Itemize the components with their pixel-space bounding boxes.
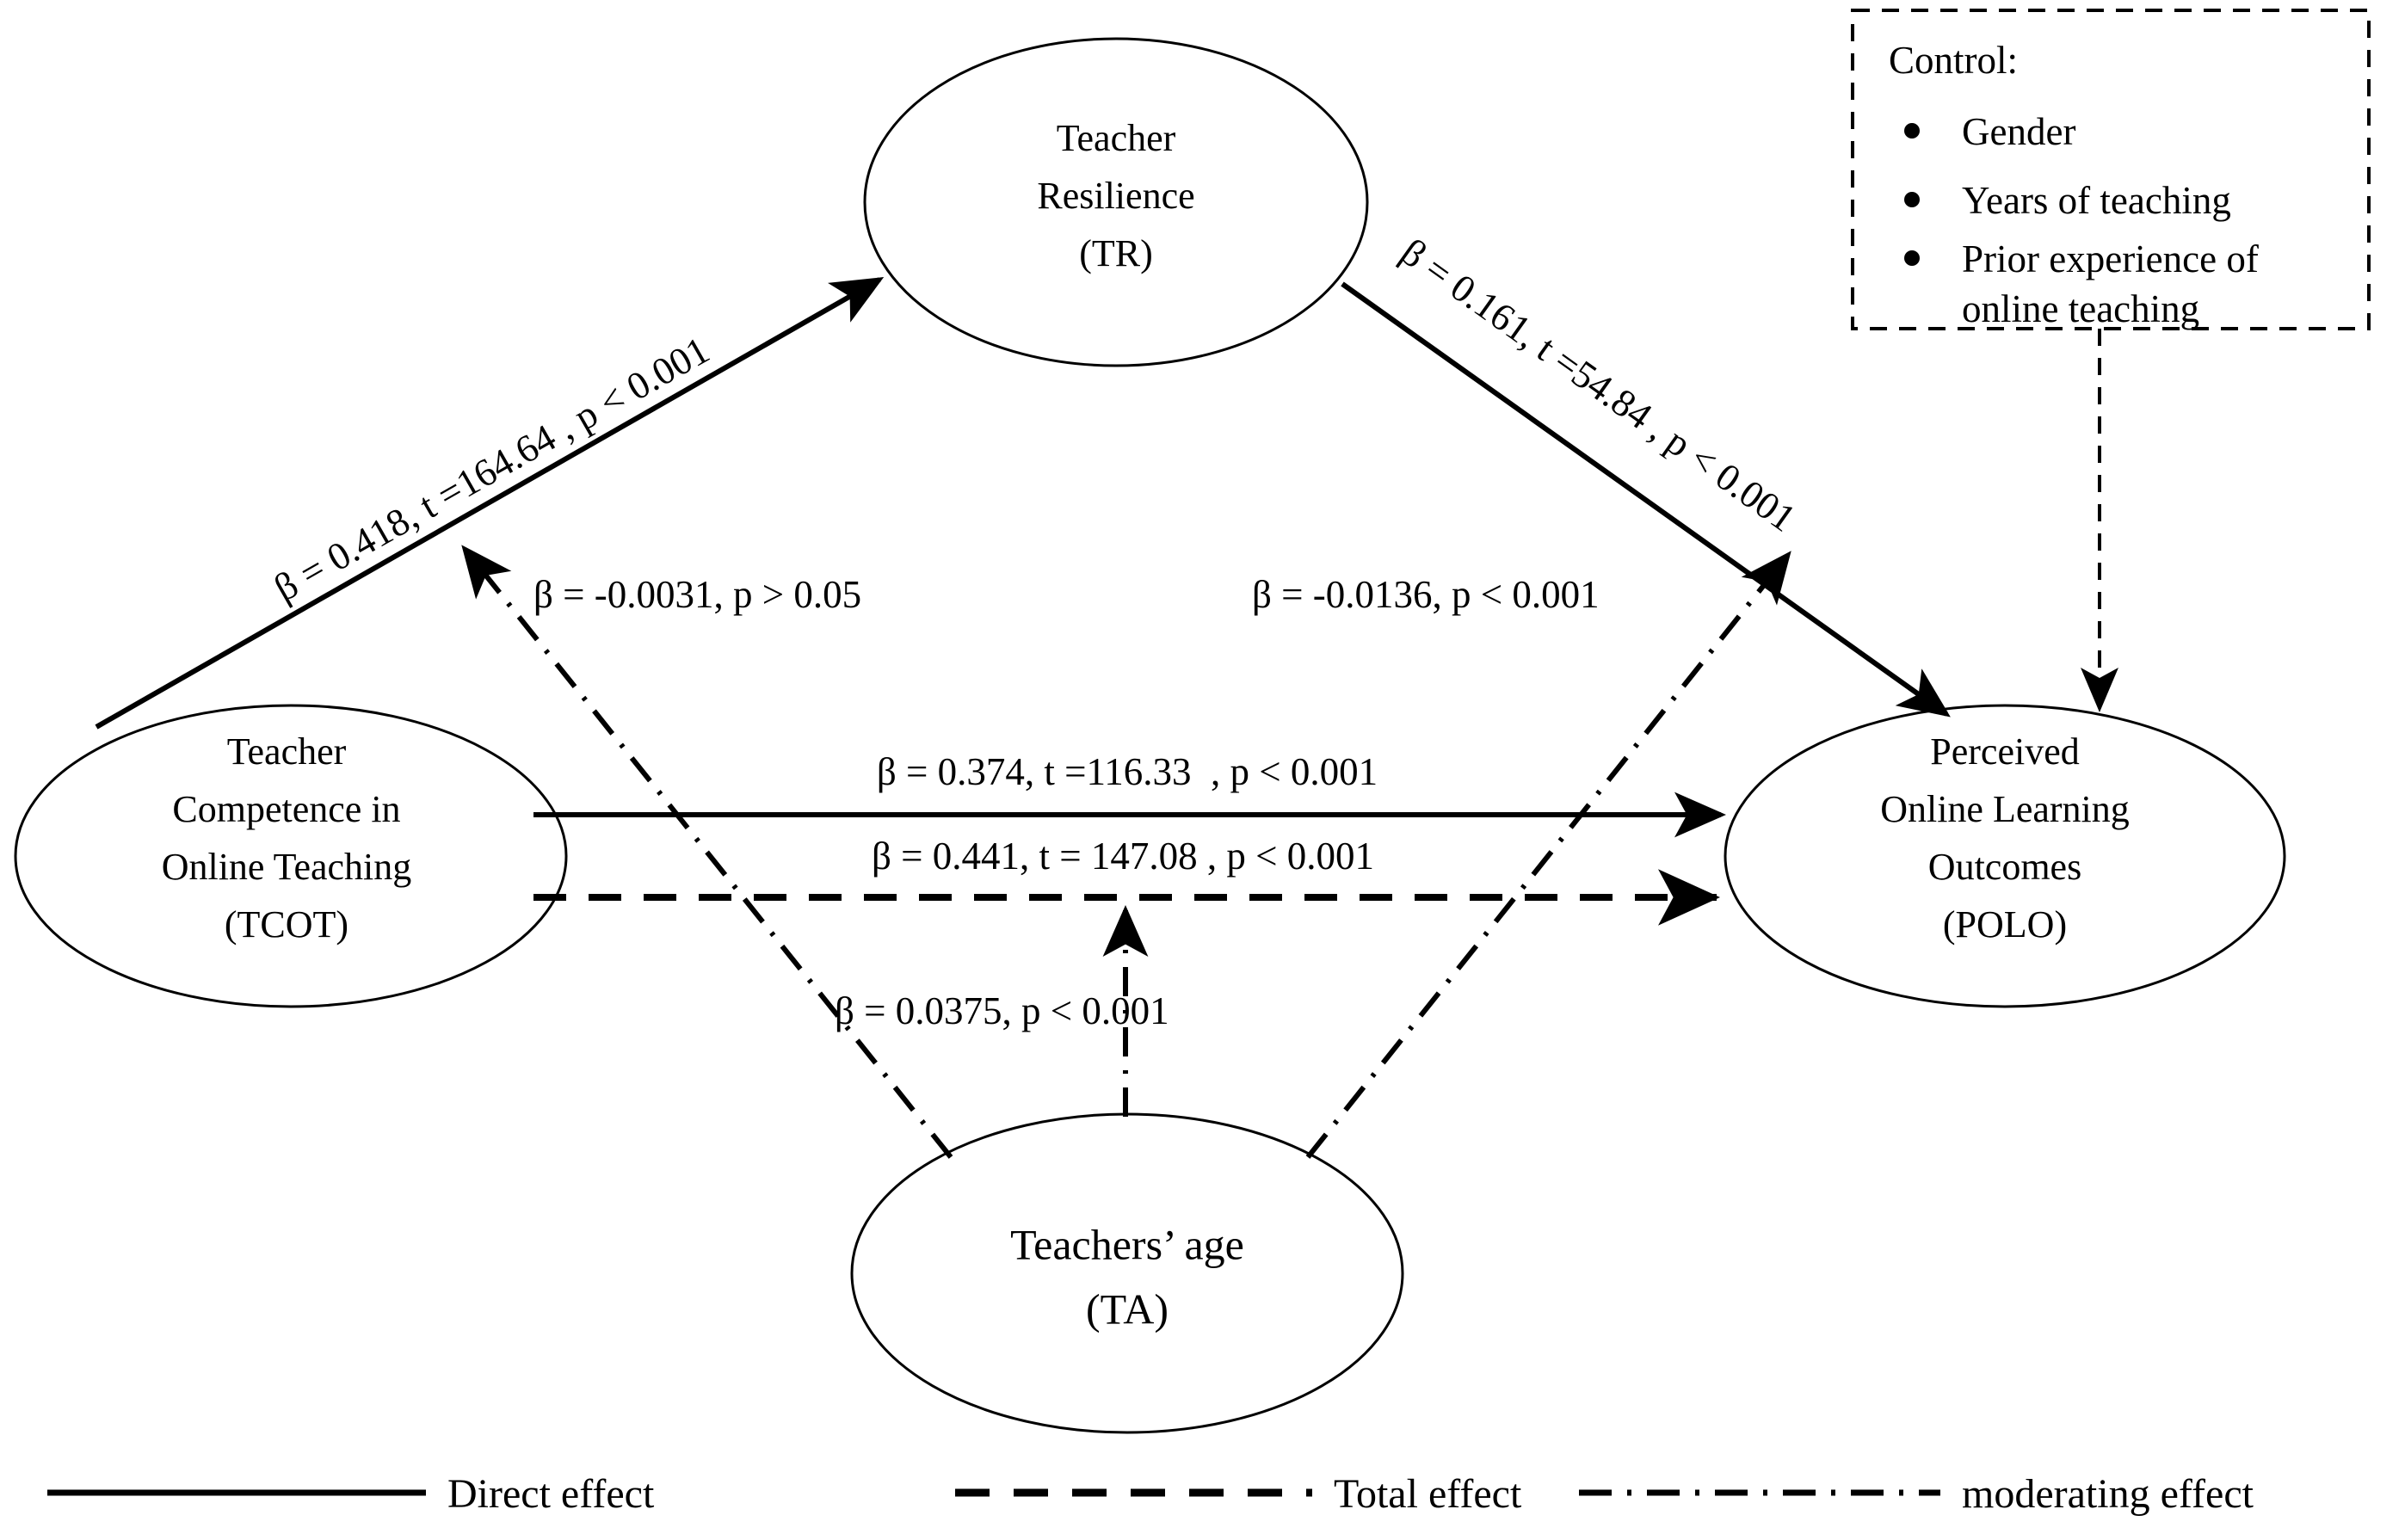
control-box-content: Control: Gender Years of teaching Prior … bbox=[1889, 39, 2259, 330]
svg-text:β = 0.418, t =164.64 , p < 0.0: β = 0.418, t =164.64 , p < 0.001 bbox=[267, 328, 716, 609]
svg-text:Resilience: Resilience bbox=[1037, 175, 1194, 217]
bullet-icon bbox=[1904, 250, 1920, 266]
svg-text:Online Teaching: Online Teaching bbox=[162, 846, 412, 888]
path-line-ta-moderates-tcot-tr[interactable] bbox=[461, 545, 953, 1159]
bullet-icon bbox=[1904, 192, 1920, 207]
svg-text:(TR): (TR) bbox=[1079, 232, 1153, 274]
node-label-tcot: Teacher Competence in Online Teaching (T… bbox=[162, 730, 412, 946]
control-box-border bbox=[1851, 9, 2371, 330]
control-box-item-prior-2: online teaching bbox=[1962, 287, 2199, 330]
legend-label-direct: Direct effect bbox=[447, 1471, 655, 1517]
path-label-ta-moderates-tcot-polo: β = 0.0375, p < 0.001 bbox=[835, 989, 1169, 1032]
path-label-ta-moderates-tr-polo: β = -0.0136, p < 0.001 bbox=[1252, 573, 1600, 616]
node-ellipse-tcot[interactable] bbox=[14, 704, 568, 1008]
path-label-tcot-to-tr: β = 0.418, t =164.64 , p < 0.001 bbox=[267, 328, 716, 609]
bullet-icon bbox=[1904, 123, 1920, 139]
control-box-item-years: Years of teaching bbox=[1962, 179, 2231, 222]
svg-text:Online Learning: Online Learning bbox=[1880, 788, 2130, 830]
legend: Direct effect Total effect moderating ef… bbox=[47, 1471, 2254, 1517]
legend-label-total: Total effect bbox=[1334, 1471, 1522, 1517]
node-label-tr: Teacher Resilience (TR) bbox=[1037, 117, 1194, 274]
svg-text:Teacher: Teacher bbox=[227, 730, 347, 773]
node-label-polo: Perceived Online Learning Outcomes (POLO… bbox=[1880, 730, 2130, 946]
node-ellipse-ta[interactable] bbox=[850, 1112, 1404, 1434]
svg-text:(POLO): (POLO) bbox=[1943, 903, 2067, 946]
node-ellipse-tr[interactable] bbox=[863, 37, 1369, 367]
path-line-tr-to-polo[interactable] bbox=[1341, 281, 1951, 718]
control-box-item-gender: Gender bbox=[1962, 110, 2075, 153]
svg-text:β = 0.161, t =54.84 , p < 0.00: β = 0.161, t =54.84 , p < 0.001 bbox=[1393, 230, 1804, 539]
node-label-ta: Teachers’ age (TA) bbox=[1010, 1220, 1244, 1333]
control-box-item-prior-1: Prior experience of bbox=[1962, 237, 2259, 280]
path-label-tcot-to-polo-total: β = 0.441, t = 147.08 , p < 0.001 bbox=[872, 835, 1374, 878]
path-line-tcot-to-tr[interactable] bbox=[95, 277, 885, 730]
node-ellipse-polo[interactable] bbox=[1724, 704, 2286, 1008]
svg-text:(TCOT): (TCOT) bbox=[225, 903, 348, 946]
svg-text:Competence in: Competence in bbox=[172, 788, 400, 830]
control-box-title: Control: bbox=[1889, 39, 2018, 82]
legend-label-moderating: moderating effect bbox=[1962, 1471, 2254, 1517]
path-label-tcot-to-polo-direct: β = 0.374, t =116.33 , p < 0.001 bbox=[877, 750, 1378, 793]
path-line-ta-moderates-tr-polo[interactable] bbox=[1305, 551, 1791, 1159]
svg-text:Teachers’ age: Teachers’ age bbox=[1010, 1220, 1244, 1268]
path-label-tr-to-polo: β = 0.161, t =54.84 , p < 0.001 bbox=[1393, 230, 1804, 539]
path-label-ta-moderates-tcot-tr: β = -0.0031, p > 0.05 bbox=[533, 573, 861, 616]
svg-text:Outcomes: Outcomes bbox=[1928, 846, 2081, 888]
svg-text:Teacher: Teacher bbox=[1057, 117, 1176, 159]
svg-text:(TA): (TA) bbox=[1086, 1284, 1169, 1333]
svg-text:Perceived: Perceived bbox=[1930, 730, 2079, 773]
